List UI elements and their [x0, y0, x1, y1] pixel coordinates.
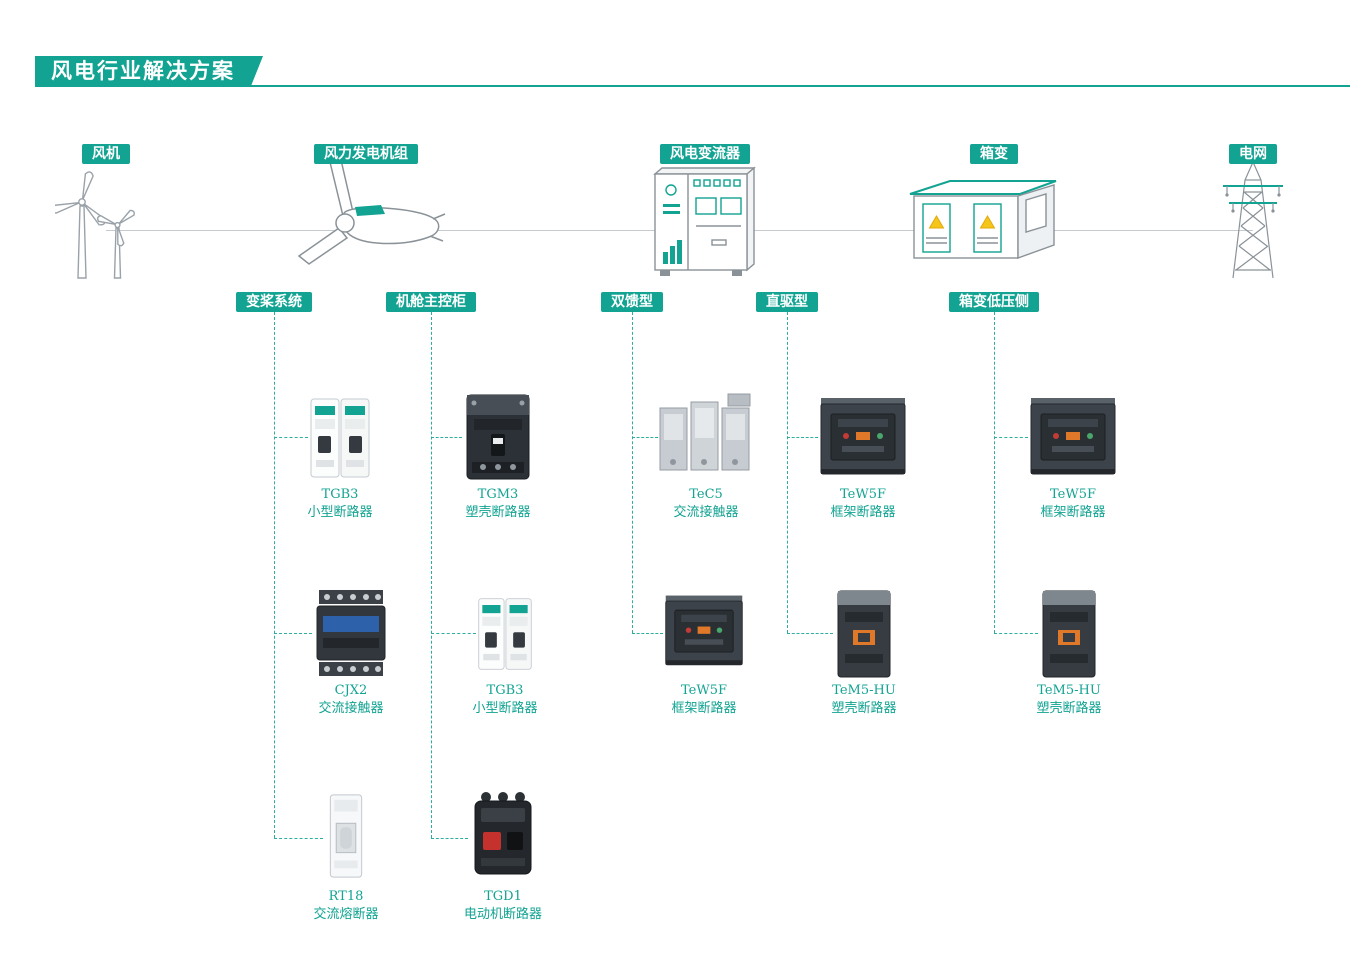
product-image-rt18-fuse — [323, 790, 369, 882]
dashed-connector-vertical — [431, 312, 432, 838]
product-image-tgd1-motor-breaker — [468, 788, 538, 882]
power-grid-tower-icon — [1221, 158, 1285, 282]
product-type: 小型断路器 — [307, 504, 373, 520]
product-model: RT18 — [328, 889, 364, 904]
product-type: 框架断路器 — [1040, 504, 1106, 520]
page-title: 风电行业解决方案 — [35, 56, 263, 86]
product-image-tem5hu-mccb — [1038, 588, 1100, 680]
product-type: 电动机断路器 — [463, 906, 543, 922]
product-caption: TGB3 小型断路器 — [307, 486, 372, 521]
product-type: 交流接触器 — [673, 504, 739, 520]
wind-generator-icon — [295, 156, 447, 294]
title-underline — [35, 85, 1350, 87]
product-caption: TeW5F 框架断路器 — [1040, 486, 1105, 521]
product-type: 塑壳断路器 — [1036, 700, 1102, 716]
dashed-connector-vertical — [994, 312, 995, 633]
product-model: TeW5F — [839, 487, 887, 502]
product-caption: RT18 交流熔断器 — [313, 888, 378, 923]
product-type: 小型断路器 — [472, 700, 538, 716]
product-image-tgb3-mcb — [476, 592, 534, 676]
top-badge-generator-set: 风力发电机组 — [314, 144, 418, 164]
product-model: TeW5F — [680, 683, 728, 698]
dashed-connector-horizontal — [431, 437, 462, 438]
product-caption: TeW5F 框架断路器 — [671, 682, 736, 717]
product-model: TeW5F — [1049, 487, 1097, 502]
dashed-connector-horizontal — [994, 437, 1028, 438]
branch-badge-pitch-system: 变桨系统 — [236, 292, 312, 312]
product-model: TGB3 — [321, 487, 359, 502]
product-caption: TeW5F 框架断路器 — [830, 486, 895, 521]
product-image-tew5f-acb — [663, 586, 745, 678]
dashed-connector-horizontal — [274, 633, 312, 634]
product-type: 塑壳断路器 — [831, 700, 897, 716]
top-badge-power-grid: 电网 — [1229, 144, 1277, 164]
product-image-tew5f-acb — [1028, 396, 1118, 480]
product-type: 交流熔断器 — [313, 906, 379, 922]
product-type: 交流接触器 — [318, 700, 384, 716]
dashed-connector-horizontal — [632, 633, 663, 634]
product-model: TeC5 — [689, 487, 723, 502]
product-image-tec5-contactor — [658, 392, 754, 480]
top-badge-box-substation: 箱变 — [970, 144, 1018, 164]
product-caption: TGB3 小型断路器 — [472, 682, 537, 717]
product-image-tgm3-mccb — [462, 392, 534, 482]
product-model: TeM5-HU — [1037, 683, 1101, 698]
dashed-connector-horizontal — [274, 437, 308, 438]
product-caption: TeM5-HU 塑壳断路器 — [831, 682, 896, 717]
product-image-cjx2-contactor — [312, 588, 390, 678]
top-badge-wind-turbine: 风机 — [82, 144, 130, 164]
product-caption: TGM3 塑壳断路器 — [465, 486, 530, 521]
product-caption: CJX2 交流接触器 — [318, 682, 383, 717]
dashed-connector-horizontal — [994, 633, 1038, 634]
dashed-connector-horizontal — [431, 633, 476, 634]
dashed-connector-vertical — [632, 312, 633, 633]
product-type: 框架断路器 — [830, 504, 896, 520]
product-type: 框架断路器 — [671, 700, 737, 716]
converter-cabinet-icon — [652, 166, 760, 280]
product-caption: TeC5 交流接触器 — [673, 486, 738, 521]
dashed-connector-horizontal — [787, 437, 818, 438]
dashed-connector-horizontal — [431, 838, 468, 839]
product-image-tem5hu-mccb — [833, 588, 895, 680]
branch-badge-nacelle-control-cabinet: 机舱主控柜 — [386, 292, 476, 312]
product-model: TeM5-HU — [832, 683, 896, 698]
product-model: TGB3 — [486, 683, 524, 698]
product-model: TGM3 — [477, 487, 519, 502]
product-model: TGD1 — [484, 889, 522, 904]
wind-turbines-icon — [55, 166, 140, 284]
branch-badge-doubly-fed: 双馈型 — [601, 292, 663, 312]
product-image-tgb3-mcb — [308, 396, 372, 480]
branch-badge-transformer-lv-side: 箱变低压侧 — [949, 292, 1039, 312]
dashed-connector-horizontal — [787, 633, 833, 634]
dashed-connector-vertical — [274, 312, 275, 838]
product-caption: TGD1 电动机断路器 — [464, 888, 542, 923]
branch-badge-direct-drive: 直驱型 — [756, 292, 818, 312]
box-substation-icon — [908, 168, 1060, 270]
product-type: 塑壳断路器 — [465, 504, 531, 520]
product-model: CJX2 — [334, 683, 368, 698]
dashed-connector-horizontal — [274, 838, 323, 839]
dashed-connector-vertical — [787, 312, 788, 633]
top-badge-converter: 风电变流器 — [660, 144, 750, 164]
dashed-connector-horizontal — [632, 437, 658, 438]
product-caption: TeM5-HU 塑壳断路器 — [1036, 682, 1101, 717]
product-image-tew5f-acb — [818, 396, 908, 480]
